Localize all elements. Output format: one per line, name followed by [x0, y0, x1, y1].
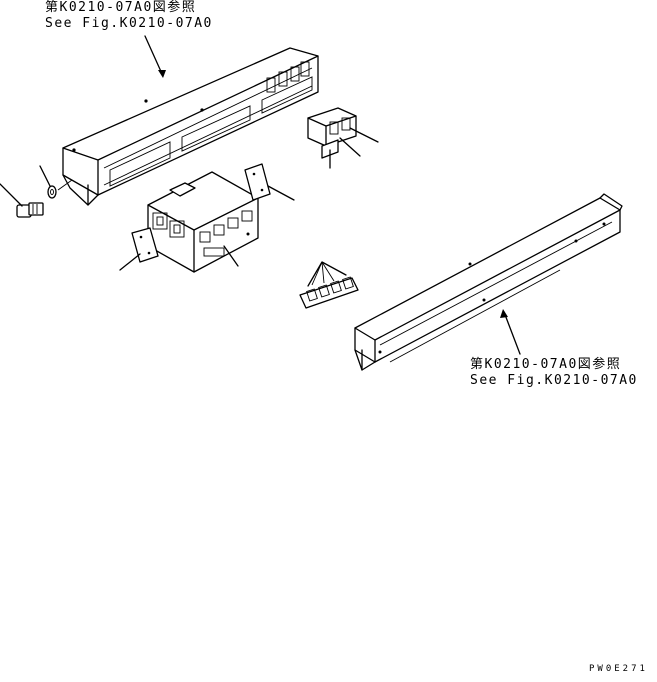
callout-right-line-jp: 第K0210-07A0図参照: [470, 357, 622, 372]
callout-right-line-en: See Fig.K0210-07A0: [470, 373, 638, 388]
bracket-left: [131, 227, 159, 263]
switch-assembly: [307, 107, 357, 159]
relay-strip: [299, 276, 359, 309]
leader-bolt: [0, 183, 23, 207]
leader-panel-mount: [57, 179, 73, 191]
washer: [47, 185, 57, 199]
leader-switch-2: [339, 137, 361, 157]
dashboard-panel: [62, 47, 319, 206]
leader-top-callout: [144, 35, 164, 77]
leader-switch-1: [349, 127, 379, 143]
reference-callout-right: 第K0210-07A0図参照 See Fig.K0210-07A0: [470, 357, 638, 389]
drawing-code: PW0E271: [589, 664, 648, 674]
mounting-rail: [354, 193, 623, 371]
callout-top-line-jp: 第K0210-07A0図参照: [45, 0, 197, 15]
leader-bracket-right: [267, 185, 295, 201]
reference-callout-top: 第K0210-07A0図参照 See Fig.K0210-07A0: [45, 0, 213, 32]
leader-washer: [39, 165, 51, 187]
leader-right-callout: [503, 311, 521, 355]
callout-top-line-en: See Fig.K0210-07A0: [45, 16, 213, 31]
bolt: [16, 202, 44, 218]
leader-controller: [223, 245, 239, 267]
leader-bracket-left: [119, 253, 141, 271]
bracket-right: [244, 163, 271, 201]
controller-unit: [147, 171, 259, 273]
